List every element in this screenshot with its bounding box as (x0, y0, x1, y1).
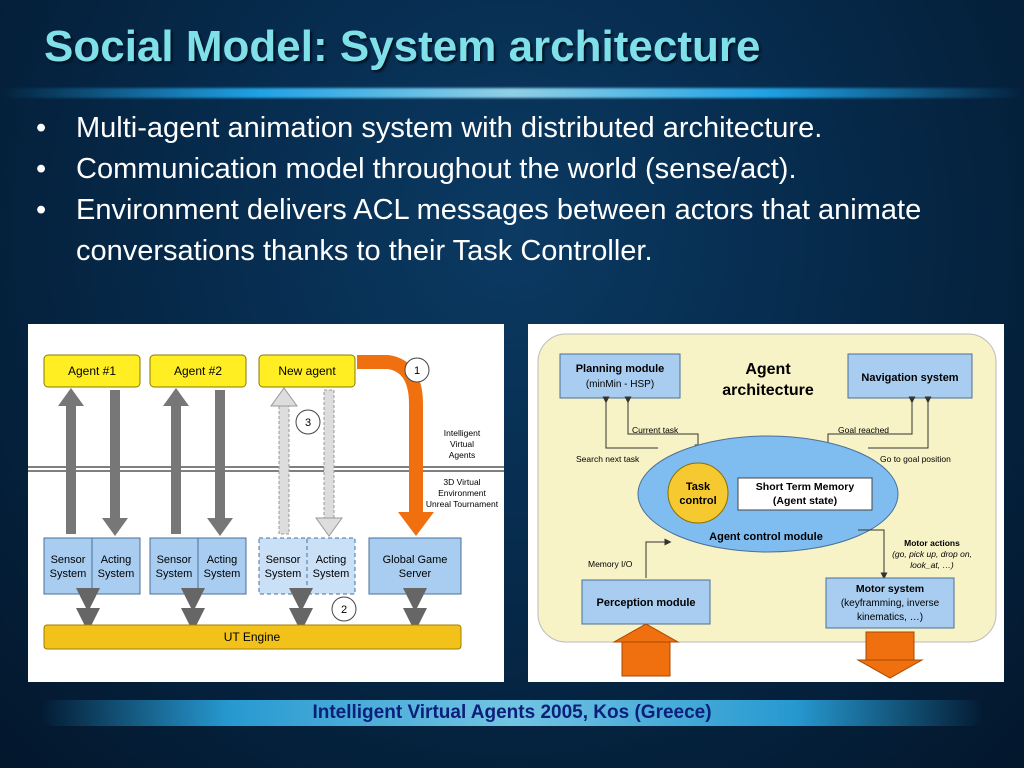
perception-control-arrow (645, 538, 672, 578)
footer-glow-bar (40, 700, 984, 726)
svg-text:System: System (265, 568, 302, 580)
acting-system-box: Acting System (197, 537, 247, 595)
svg-text:Motor actions: Motor actions (904, 538, 960, 548)
svg-text:Environment: Environment (438, 488, 486, 498)
svg-text:Task: Task (686, 481, 711, 493)
system-architecture-svg: Agent #1 Agent #2 New agent (28, 354, 504, 650)
agent-architecture-svg: Planning module (minMin - HSP) Agent arc… (537, 333, 997, 679)
system-architecture-diagram: Agent #1 Agent #2 New agent (28, 324, 504, 682)
svg-text:Intelligent: Intelligent (444, 428, 481, 438)
step-marker-3: 3 (295, 409, 321, 435)
svg-text:System: System (313, 568, 350, 580)
svg-text:Virtual: Virtual (450, 439, 474, 449)
svg-text:Agent #1: Agent #1 (68, 364, 116, 378)
go-to-goal-label: Go to goal position (880, 454, 951, 464)
svg-text:3D Virtual: 3D Virtual (443, 477, 480, 487)
sensor-system-box: Sensor System (43, 537, 93, 595)
svg-text:Navigation system: Navigation system (861, 372, 958, 384)
planning-control-arrows (602, 396, 702, 452)
current-task-label: Current task (632, 425, 679, 435)
svg-text:New agent: New agent (278, 364, 336, 378)
new-agent-sense-arrow (270, 387, 298, 535)
acting-system-box: Acting System (91, 537, 141, 595)
new-agent-act-arrow (315, 389, 343, 537)
svg-text:1: 1 (414, 365, 420, 377)
new-sensor-system-box: Sensor System (258, 537, 308, 595)
svg-text:(minMin - HSP): (minMin - HSP) (586, 379, 654, 390)
step-marker-2: 2 (331, 596, 357, 622)
short-term-memory-box: Short Term Memory (Agent state) (737, 477, 873, 511)
agent-architecture-diagram: Planning module (minMin - HSP) Agent arc… (528, 324, 1004, 682)
bullet-item: Environment delivers ACL messages betwee… (30, 190, 990, 272)
svg-text:Agent: Agent (745, 361, 791, 378)
motor-system-box: Motor system (keyframming, inverse kinem… (825, 577, 955, 629)
agent-box-2: Agent #2 (149, 354, 247, 388)
svg-text:kinematics, …): kinematics, …) (857, 612, 923, 623)
svg-text:Sensor: Sensor (266, 554, 301, 566)
svg-text:UT Engine: UT Engine (224, 630, 281, 644)
search-next-task-label: Search next task (576, 454, 640, 464)
svg-text:3: 3 (305, 417, 311, 429)
svg-text:System: System (156, 568, 193, 580)
agent-box-1: Agent #1 (43, 354, 141, 388)
memory-io-label: Memory I/O (588, 559, 633, 569)
svg-text:System: System (50, 568, 87, 580)
sense-arrow (163, 388, 189, 534)
agent-box-new: New agent (258, 354, 356, 388)
svg-text:Agents: Agents (449, 450, 475, 460)
bullet-item: Multi-agent animation system with distri… (30, 108, 990, 149)
svg-text:Global Game: Global Game (383, 554, 448, 566)
svg-text:Short Term Memory: Short Term Memory (756, 481, 855, 493)
svg-text:Sensor: Sensor (157, 554, 192, 566)
svg-text:Sensor: Sensor (51, 554, 86, 566)
svg-text:(Agent state): (Agent state) (773, 495, 837, 507)
navigation-system-box: Navigation system (847, 353, 973, 399)
svg-text:(keyframming, inverse: (keyframming, inverse (841, 598, 940, 609)
footer-text: Intelligent Virtual Agents 2005, Kos (Gr… (312, 702, 712, 723)
act-arrow (207, 390, 233, 536)
task-control-circle: Task control (667, 462, 729, 524)
motor-output-arrow (856, 631, 924, 679)
ut-engine-bar: UT Engine (43, 624, 462, 650)
architecture-title: Agent architecture (722, 361, 814, 399)
svg-text:control: control (679, 495, 716, 507)
svg-text:architecture: architecture (722, 382, 814, 399)
motor-actions-label: Motor actions (go, pick up, drop on, loo… (892, 538, 972, 570)
step-marker-1: 1 (404, 357, 430, 383)
layer-label-agents: Intelligent Virtual Agents (444, 428, 481, 460)
act-arrow (102, 390, 128, 536)
perception-module-box: Perception module (581, 579, 711, 625)
svg-text:Acting: Acting (207, 554, 238, 566)
svg-text:look_at, …): look_at, …) (910, 560, 954, 570)
svg-text:Agent #2: Agent #2 (174, 364, 222, 378)
svg-text:(go, pick up, drop on,: (go, pick up, drop on, (892, 549, 972, 559)
sensor-system-box: Sensor System (149, 537, 199, 595)
svg-text:System: System (204, 568, 241, 580)
svg-text:Perception module: Perception module (596, 597, 695, 609)
svg-text:Server: Server (399, 568, 432, 580)
engine-link-arrows (76, 588, 427, 632)
planning-module-box: Planning module (minMin - HSP) (559, 353, 681, 399)
sensory-input-arrow (612, 623, 680, 677)
svg-text:Acting: Acting (101, 554, 132, 566)
slide-title: Social Model: System architecture (44, 22, 761, 71)
svg-text:System: System (98, 568, 135, 580)
svg-text:Motor system: Motor system (856, 583, 924, 595)
new-acting-system-box: Acting System (306, 537, 356, 595)
svg-text:Unreal Tournament: Unreal Tournament (426, 499, 499, 509)
svg-text:2: 2 (341, 604, 347, 616)
bullet-list: Multi-agent animation system with distri… (30, 108, 990, 272)
control-motor-arrow (858, 529, 888, 580)
goal-reached-label: Goal reached (838, 425, 889, 435)
title-underline-glow (0, 88, 1024, 98)
global-game-server-box: Global Game Server (368, 537, 462, 595)
navigation-control-arrows (824, 396, 932, 452)
layer-label-environment: 3D Virtual Environment Unreal Tournament (426, 477, 499, 509)
sense-arrow (58, 388, 84, 534)
agent-control-module-label: Agent control module (709, 531, 823, 543)
bullet-item: Communication model throughout the world… (30, 149, 990, 190)
svg-text:Acting: Acting (316, 554, 347, 566)
svg-text:Planning module: Planning module (576, 363, 665, 375)
join-arrow (357, 355, 434, 536)
